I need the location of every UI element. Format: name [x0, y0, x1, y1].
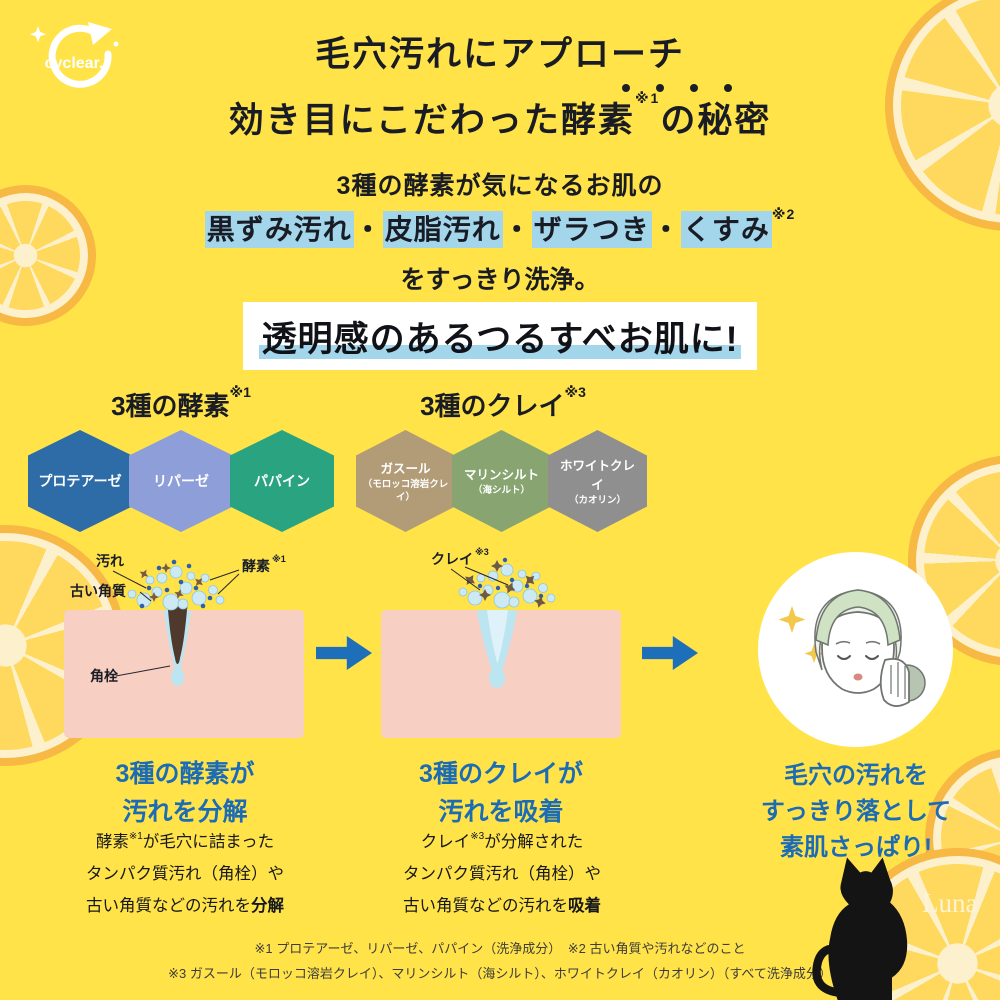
logo-wordmark: cyclear.: [45, 55, 104, 72]
label-lines: [112, 569, 240, 677]
separator: ・: [651, 214, 681, 245]
skin-block: [64, 610, 304, 738]
clay-label: ガスール: [380, 461, 431, 476]
banner-box: 透明感のあるつるすべお肌に!: [242, 302, 758, 370]
cyclear-logo: cyclear.: [29, 22, 119, 88]
separator: ・: [502, 214, 532, 245]
enzymes-title-sup: ※1: [229, 384, 251, 400]
body-strong: 吸着: [568, 897, 601, 916]
bubble-cluster: [127, 565, 225, 611]
banner: 透明感のあるつるすべお肌に!: [0, 302, 1000, 370]
title2-sup: ※1: [634, 90, 661, 106]
highlight-sup: ※2: [771, 206, 796, 222]
footnotes: ※1 プロテアーゼ、リパーゼ、パパイン（洗浄成分） ※2 古い角質や汚れなどのこ…: [0, 936, 1000, 987]
main-title-line2: 効き目にこだわった酵素※1の秘密: [0, 90, 1000, 143]
hexagon-protease: プロテアーゼ: [28, 430, 132, 532]
clays-section-title: 3種のクレイ※3: [356, 384, 650, 423]
headband: [815, 589, 901, 647]
eyebrow: [865, 640, 881, 645]
sub-line: 3種の酵素が気になるお肌の: [336, 172, 664, 200]
step3-heading: 毛穴の汚れを すっきり落として 素肌さっぱり!: [760, 762, 952, 861]
label-plug: 角栓: [90, 668, 118, 684]
clays-title-text: 3種のクレイ: [420, 391, 565, 421]
label-enzyme: 酵素: [242, 558, 270, 574]
emphasis-dots: [622, 84, 732, 92]
body-sup: ※1: [128, 831, 143, 842]
flow-arrow-1-icon: [316, 636, 372, 670]
body-text: が分解された タンパク質汚れ（角栓）や 古い角質などの汚れを: [403, 833, 601, 916]
enzyme-dots: [477, 557, 544, 599]
fingers: [890, 662, 906, 699]
clay-sublabel: （カオリン）: [568, 494, 626, 506]
separator: ・: [353, 214, 383, 245]
body-text: が毛穴に詰まった タンパク質汚れ（角栓）や 古い角質などの汚れを: [86, 833, 284, 916]
clay-label: マリンシルト: [463, 468, 539, 483]
sparkle-dot-icon: [113, 41, 119, 47]
hexagon-ghassoul: ガスール （モロッコ溶岩クレイ）: [356, 430, 455, 532]
enzymes-title-text: 3種の酵素: [111, 391, 230, 421]
hexagon-papain: パパイン: [230, 430, 334, 532]
hexagon-white-clay: ホワイトクレイ （カオリン）: [548, 430, 647, 532]
highlight-sebum: 皮脂汚れ: [382, 211, 503, 248]
step2-body: クレイ※3が分解された タンパク質汚れ（角栓）や 古い角質などの汚れを吸着: [358, 826, 646, 923]
highlight-dullness: くすみ: [680, 211, 772, 248]
closed-eye: [865, 655, 879, 660]
keratin-plug: [168, 610, 187, 664]
enzymes-section-title: 3種の酵素※1: [28, 384, 334, 423]
logo-arrowhead-icon: [88, 22, 112, 45]
footnote-1: ※1 プロテアーゼ、リパーゼ、パパイン（洗浄成分） ※2 古い角質や汚れなどのこ…: [254, 941, 746, 956]
label-clay: クレイ: [431, 551, 473, 567]
banner-text: 透明感のあるつるすべお肌に!: [258, 320, 742, 359]
label-clay-sup: ※3: [475, 547, 489, 557]
enzyme-label: プロテアーゼ: [38, 473, 122, 489]
clay-particles: [465, 560, 546, 608]
watermark-text: Luna: [922, 888, 978, 918]
highlight-roughness: ザラつき: [531, 211, 652, 248]
main-title-line1: 毛穴汚れにアプローチ: [314, 35, 685, 74]
title2-pre: 効き目にこだわった酵素: [228, 101, 635, 140]
sparkle-icon: [29, 26, 47, 43]
mouth: [853, 673, 863, 681]
enzyme-label: リパーゼ: [153, 473, 209, 489]
enzyme-dots: [139, 559, 213, 609]
hexagon-lipase: リパーゼ: [129, 430, 233, 532]
concern-highlights: 黒ずみ汚れ・皮脂汚れ・ザラつき・くすみ※2: [0, 206, 1000, 248]
label-enzyme-sup: ※1: [272, 554, 286, 564]
label-old-keratin: 古い角質: [70, 583, 126, 599]
body-text: クレイ: [420, 833, 471, 851]
wash-line: をすっきり洗浄。: [400, 266, 600, 294]
label-lines: [450, 566, 509, 591]
sparkle-icon: [778, 606, 806, 633]
closed-eye: [837, 655, 851, 660]
title2-post: の秘密: [660, 101, 772, 140]
clay-label: ホワイトクレイ: [559, 458, 635, 492]
sparkle-icon: [804, 644, 824, 663]
hexagon-marine-silt: マリンシルト （海シルト）: [452, 430, 551, 532]
label-dirt: 汚れ: [96, 553, 124, 569]
step1-body: 酵素※1が毛穴に詰まった タンパク質汚れ（角栓）や 古い角質などの汚れを分解: [42, 826, 328, 923]
clay-sublabel: （海シルト）: [472, 485, 530, 497]
face-illustration: [758, 552, 953, 747]
step1-heading: 3種の酵素が 汚れを分解: [115, 760, 255, 826]
enzyme-label: パパイン: [254, 473, 310, 489]
step2-heading: 3種のクレイが 汚れを吸着: [419, 760, 583, 826]
flow-arrow-2-icon: [642, 636, 698, 670]
footnote-2: ※3 ガスール（モロッコ溶岩クレイ）、マリンシルト（海シルト）、ホワイトクレイ（…: [168, 966, 832, 982]
enzyme-skin-diagram: 汚れ 古い角質 酵素 ※1 角栓: [64, 553, 304, 738]
bubble-cluster: [458, 563, 556, 609]
enzyme-hex-row: プロテアーゼ リパーゼ パパイン: [28, 430, 334, 532]
dirt-particles: [139, 563, 203, 602]
clays-title-sup: ※3: [564, 384, 586, 400]
clay-hex-row: ガスール （モロッコ溶岩クレイ） マリンシルト （海シルト） ホワイトクレイ （カオリ…: [356, 430, 647, 532]
clay-skin-diagram: クレイ ※3: [381, 547, 621, 738]
highlight-blackheads: 黒ずみ汚れ: [204, 211, 354, 248]
body-sup: ※3: [470, 831, 485, 842]
body-text: 酵素: [95, 833, 129, 851]
eyebrow: [835, 640, 851, 645]
clay-sublabel: （モロッコ溶岩クレイ）: [362, 478, 449, 503]
hand: [879, 657, 910, 707]
logo-circle-arrow-icon: [48, 24, 112, 88]
body-strong: 分解: [251, 897, 284, 916]
cat-silhouette-icon: [812, 857, 908, 1000]
